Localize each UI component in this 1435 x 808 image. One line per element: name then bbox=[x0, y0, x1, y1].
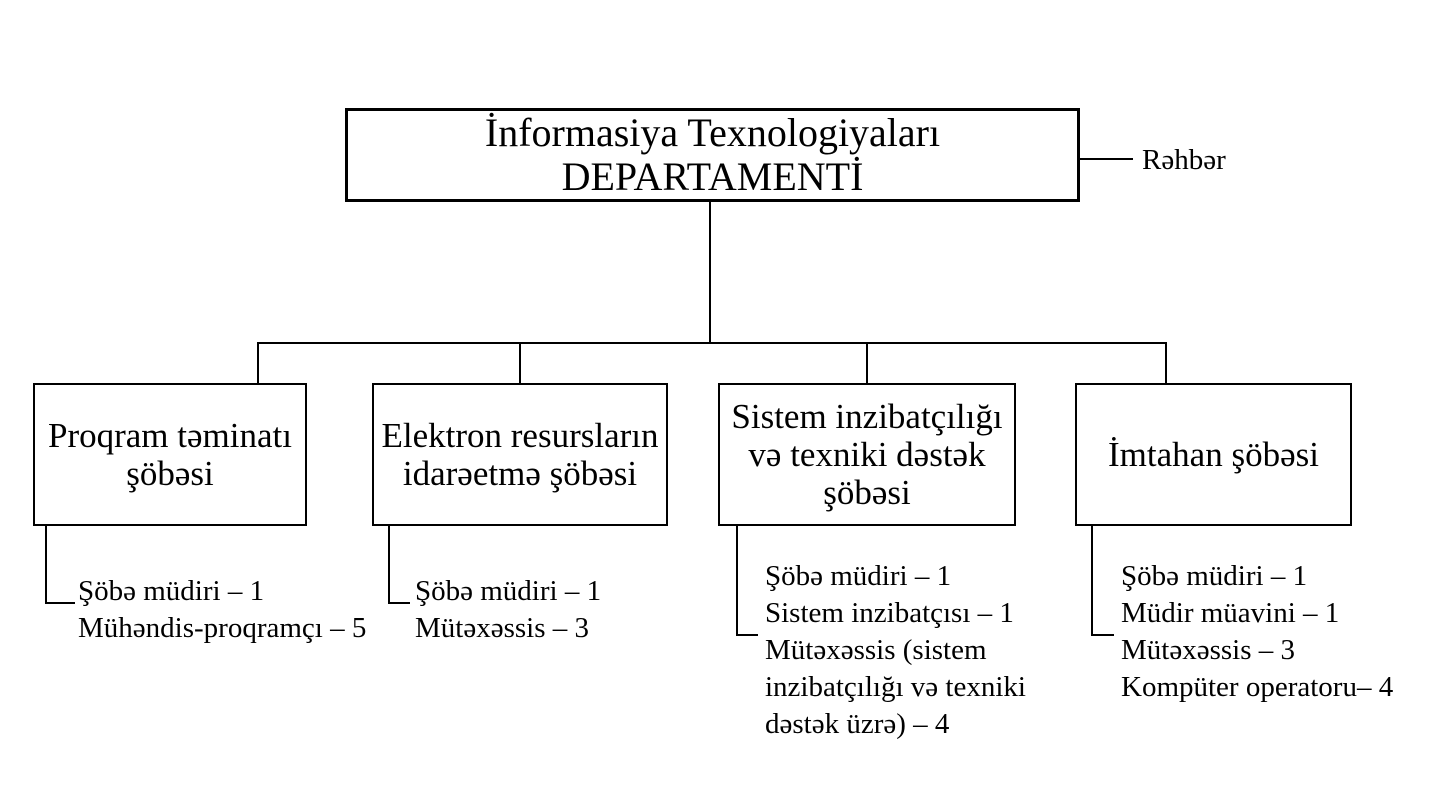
department-name-line: Elektron resursların bbox=[381, 415, 659, 455]
department-name-line: şöbəsi bbox=[126, 453, 214, 493]
department-box-3: Sistem inzibatçılığı və texniki dəstək ş… bbox=[718, 383, 1016, 526]
staff-item: Kompüter operatoru– 4 bbox=[1121, 671, 1394, 703]
root-title-line-1: İnformasiya Texnologiyaları bbox=[484, 110, 941, 155]
staff-item: Şöbə müdiri – 1 bbox=[765, 560, 952, 592]
department-name-line: şöbəsi bbox=[823, 472, 911, 512]
root-title-line-2: DEPARTAMENTİ bbox=[561, 154, 864, 199]
staff-item: Mütəxəssis – 3 bbox=[1121, 634, 1295, 666]
staff-connector-4-vertical bbox=[1091, 525, 1093, 636]
manager-label: Rəhbər bbox=[1142, 144, 1226, 176]
department-box-2: Elektron resursların idarəetmə şöbəsi bbox=[372, 383, 668, 526]
department-name-line: və texniki dəstək bbox=[748, 434, 986, 474]
staff-item: Mühəndis-proqramçı – 5 bbox=[78, 612, 367, 644]
staff-item: Müdir müavini – 1 bbox=[1121, 597, 1340, 629]
department-name-line: Sistem inzibatçılığı bbox=[731, 396, 1003, 436]
staff-connector-1-vertical bbox=[45, 525, 47, 604]
staff-item: Mütəxəssis – 3 bbox=[415, 612, 589, 644]
staff-list-4: Şöbə müdiri – 1 Müdir müavini – 1 Mütəxə… bbox=[1121, 558, 1393, 706]
staff-connector-3-horizontal bbox=[736, 634, 758, 636]
connector-stub-1 bbox=[257, 342, 259, 383]
department-name-line: Proqram təminatı bbox=[48, 415, 292, 455]
department-box-4: İmtahan şöbəsi bbox=[1075, 383, 1352, 526]
manager-connector-line bbox=[1080, 158, 1133, 160]
staff-list-3: Şöbə müdiri – 1 Sistem inzibatçısı – 1 M… bbox=[765, 558, 1045, 743]
staff-item: Mütəxəssis (sistem inzibatçılığı və texn… bbox=[765, 634, 1026, 740]
staff-item: Şöbə müdiri – 1 bbox=[1121, 560, 1308, 592]
root-department-box: İnformasiya Texnologiyaları DEPARTAMENTİ bbox=[345, 108, 1080, 202]
staff-connector-1-horizontal bbox=[45, 602, 75, 604]
staff-list-2: Şöbə müdiri – 1 Mütəxəssis – 3 bbox=[415, 573, 601, 647]
department-name-line: idarəetmə şöbəsi bbox=[402, 453, 638, 493]
staff-connector-2-horizontal bbox=[388, 602, 410, 604]
connector-riser bbox=[709, 201, 711, 343]
staff-item: Sistem inzibatçısı – 1 bbox=[765, 597, 1014, 629]
department-box-1: Proqram təminatı şöbəsi bbox=[33, 383, 307, 526]
connector-stub-4 bbox=[1165, 342, 1167, 383]
staff-item: Şöbə müdiri – 1 bbox=[415, 575, 602, 607]
connector-bus bbox=[257, 342, 1167, 344]
connector-stub-2 bbox=[519, 342, 521, 383]
staff-list-1: Şöbə müdiri – 1 Mühəndis-proqramçı – 5 bbox=[78, 573, 366, 647]
connector-stub-3 bbox=[866, 342, 868, 383]
department-name-line: İmtahan şöbəsi bbox=[1108, 434, 1319, 474]
staff-connector-3-vertical bbox=[736, 525, 738, 636]
staff-item: Şöbə müdiri – 1 bbox=[78, 575, 265, 607]
staff-connector-4-horizontal bbox=[1091, 634, 1114, 636]
staff-connector-2-vertical bbox=[388, 525, 390, 604]
